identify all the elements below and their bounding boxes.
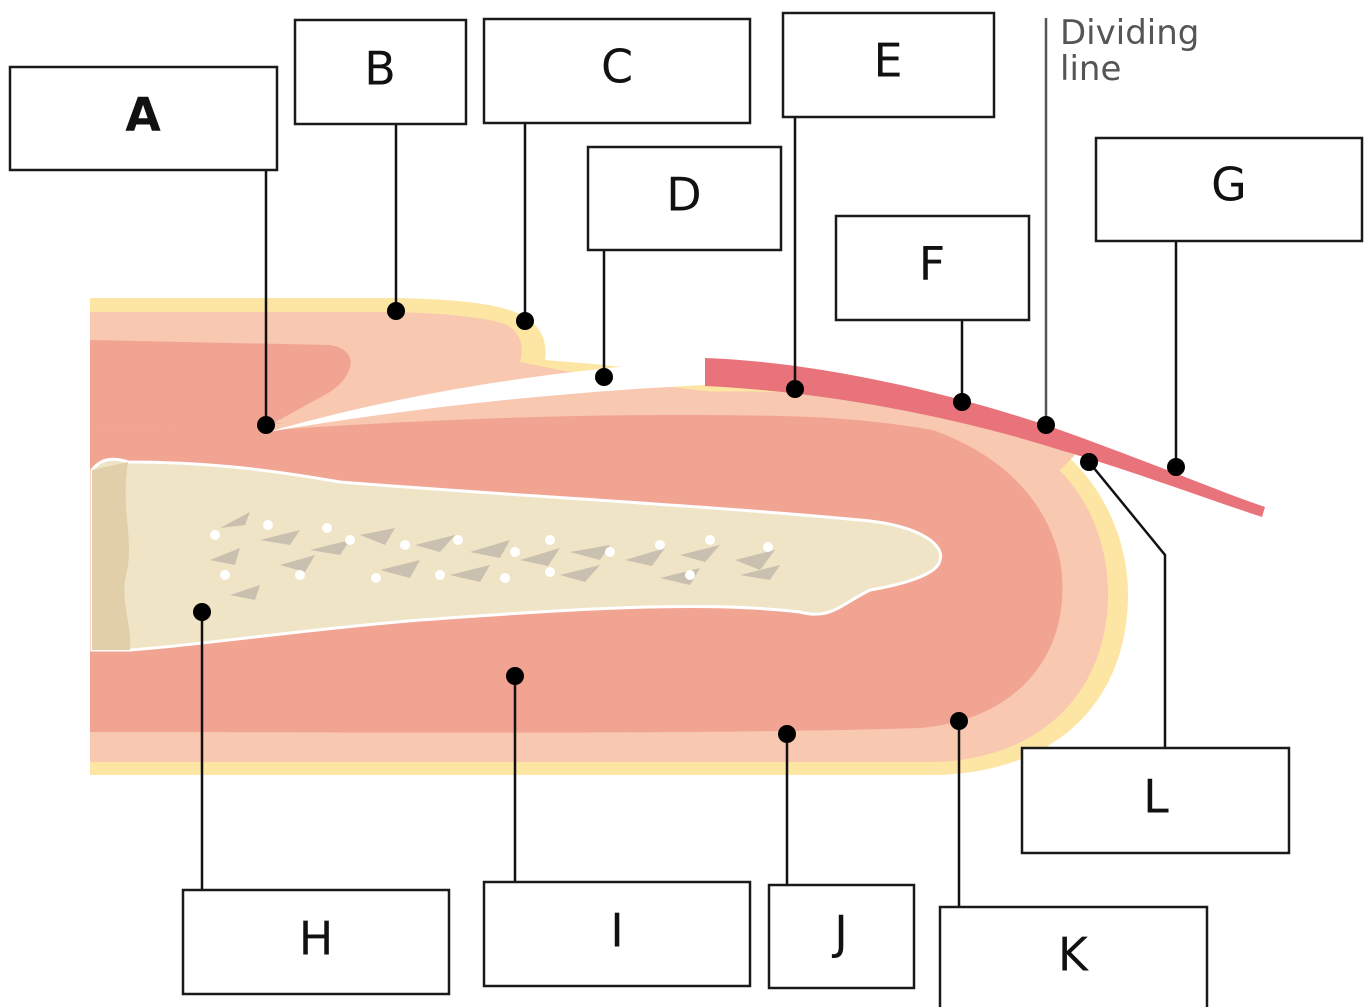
label-e-text: E: [873, 34, 902, 88]
dot-e: [786, 380, 804, 398]
label-c-text: C: [601, 40, 633, 94]
nail-bed-band: [270, 391, 1075, 470]
dot-i: [506, 667, 524, 685]
label-a-text: A: [125, 88, 161, 142]
label-box-b[interactable]: B: [293, 18, 468, 126]
label-box-h[interactable]: H: [181, 888, 451, 996]
leader-l: [1088, 461, 1167, 748]
finger-illustration: [90, 298, 1265, 775]
dot-d: [595, 368, 613, 386]
dot-dividing: [1037, 416, 1055, 434]
dot-g: [1167, 458, 1185, 476]
nail-plate: [705, 358, 1265, 517]
label-box-k[interactable]: K: [938, 905, 1209, 1007]
bone-texture-dots: [210, 520, 773, 583]
label-box-g[interactable]: G: [1094, 136, 1364, 243]
dot-a: [257, 416, 275, 434]
dot-j: [778, 725, 796, 743]
label-j-text: J: [831, 906, 848, 960]
label-k-text: K: [1058, 928, 1090, 982]
bone-texture: [210, 512, 780, 600]
label-box-e[interactable]: E: [781, 11, 996, 119]
label-f-text: F: [919, 237, 945, 291]
label-h-text: H: [299, 912, 334, 966]
nail-matrix-zone: [90, 340, 351, 430]
dot-k: [950, 712, 968, 730]
pointer-dots: [193, 302, 1185, 743]
label-box-c[interactable]: C: [482, 17, 752, 125]
label-box-f[interactable]: F: [834, 214, 1031, 322]
label-i-text: I: [610, 904, 624, 958]
label-box-l[interactable]: L: [1020, 746, 1291, 855]
dot-f: [953, 393, 971, 411]
dot-b: [387, 302, 405, 320]
label-box-a[interactable]: A: [8, 65, 279, 172]
dot-l: [1080, 453, 1098, 471]
label-box-d[interactable]: D: [586, 145, 783, 252]
label-b-text: B: [364, 42, 396, 96]
leader-lines: [200, 117, 1178, 907]
dot-c: [516, 312, 534, 330]
label-g-text: G: [1211, 158, 1247, 212]
dividing-line-caption-1: Dividing: [1060, 13, 1199, 53]
dividing-line-caption-2: line: [1060, 49, 1121, 89]
dot-h: [193, 603, 211, 621]
label-box-j[interactable]: J: [767, 883, 916, 990]
bone-base: [92, 462, 131, 650]
label-l-text: L: [1143, 770, 1169, 824]
label-box-i[interactable]: I: [482, 880, 752, 988]
label-d-text: D: [666, 168, 701, 222]
